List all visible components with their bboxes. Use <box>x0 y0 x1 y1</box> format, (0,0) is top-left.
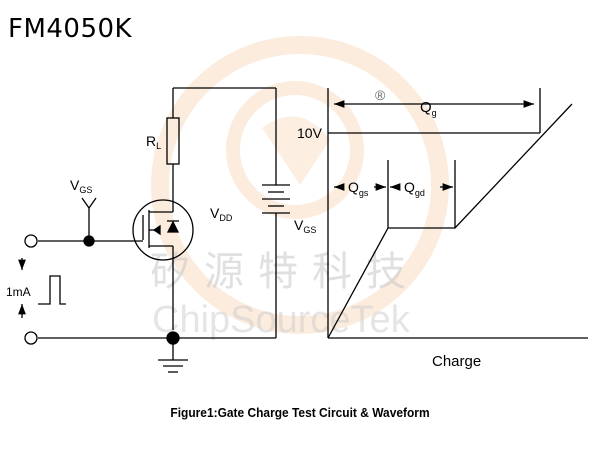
qgs-label: Qgs <box>348 179 369 198</box>
circuit-vgs-label: VGS <box>70 177 92 195</box>
current-pulse <box>38 275 66 305</box>
qgd-label: Qgd <box>404 179 425 198</box>
qg-label: Qg <box>420 99 437 118</box>
waveform-vgs-label: VGS <box>294 217 316 235</box>
source-terminal <box>24 331 38 345</box>
current-label: 1mA <box>6 285 31 299</box>
vdd-label: VDD <box>210 205 233 223</box>
watermark-english-text: ChipSourceTek <box>152 299 411 341</box>
figure-caption: Figure1:Gate Charge Test Circuit & Wavef… <box>170 405 430 420</box>
rl-label: RL <box>146 133 161 151</box>
ten-volt-label: 10V <box>297 125 323 141</box>
gate-charge-waveform <box>327 88 588 339</box>
part-number-title: FM4050K <box>8 14 133 44</box>
test-circuit <box>18 87 290 373</box>
registered-mark: ® <box>375 87 386 103</box>
mosfet-symbol <box>132 199 194 261</box>
watermark-logo: ® <box>151 36 449 334</box>
body-diode <box>166 220 180 233</box>
watermark-chinese-text: 矽源特科技 <box>150 249 420 295</box>
source-node <box>166 331 180 345</box>
vgs-curve <box>327 103 573 339</box>
gate-terminal <box>24 234 38 248</box>
charge-axis-label: Charge <box>432 353 481 370</box>
